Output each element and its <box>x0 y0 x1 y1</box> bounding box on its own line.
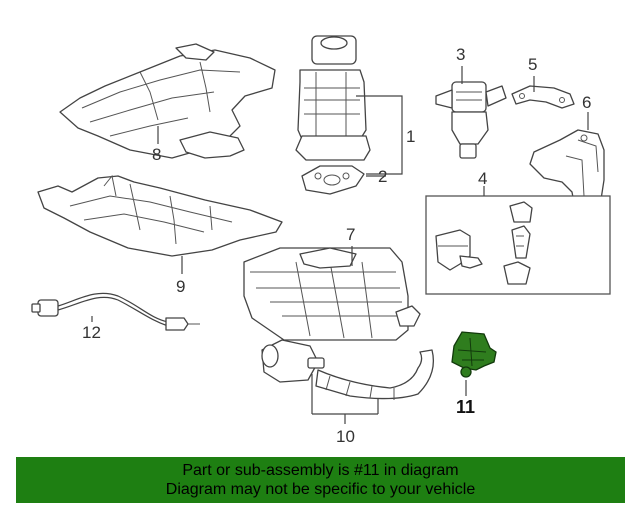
part-12-o2-sensor <box>31 292 200 331</box>
part-1-egr-valve <box>295 35 371 195</box>
callout-10: 10 <box>336 427 355 446</box>
parts-diagram: 1 2 3 4 5 6 7 8 9 10 11 12 <box>31 35 611 446</box>
leader-lines <box>91 66 589 424</box>
part-4-detail-box <box>425 195 611 295</box>
callout-12: 12 <box>82 323 101 342</box>
callout-3: 3 <box>456 45 465 64</box>
banner-part-note: Part or sub-assembly is #11 in diagram <box>182 462 459 479</box>
part-10-purge-valve <box>261 339 435 400</box>
part-9-splash-shield <box>37 174 283 257</box>
part-11-highlighted-sensor <box>451 331 497 378</box>
callout-7: 7 <box>346 225 355 244</box>
callout-8: 8 <box>152 145 161 164</box>
part-3-solenoid <box>435 81 507 159</box>
part-7-canister <box>243 247 421 341</box>
callout-5: 5 <box>528 55 537 74</box>
callout-9: 9 <box>176 277 185 296</box>
callout-4: 4 <box>478 169 487 188</box>
banner-disclaimer: Diagram may not be specific to your vehi… <box>165 481 476 498</box>
callout-6: 6 <box>582 93 591 112</box>
info-banner: Part or sub-assembly is #11 in diagram D… <box>16 457 625 503</box>
part-5-bracket <box>511 85 575 109</box>
part-8-undercover <box>59 43 276 159</box>
callout-2: 2 <box>378 167 387 186</box>
callout-11: 11 <box>456 397 475 417</box>
callout-1: 1 <box>406 127 415 146</box>
